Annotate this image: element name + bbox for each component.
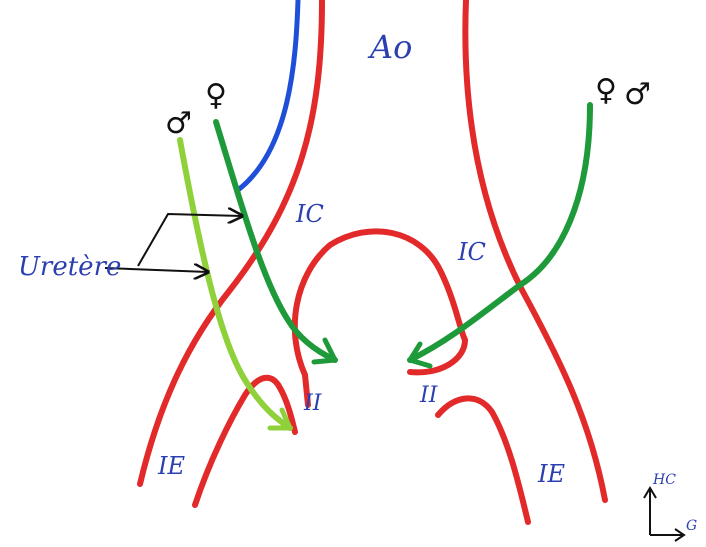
female-path-right-arrowhead: [407, 341, 433, 369]
ii-left-label: II: [303, 391, 323, 416]
aorta-right-wall: [462, 0, 608, 503]
axis-up-label: HC: [652, 472, 676, 488]
right-external-iliac-inner: [435, 395, 531, 525]
ic-left-label: IC: [295, 200, 324, 228]
female-path-right: [407, 102, 593, 363]
female-path-left: [213, 119, 338, 363]
axis-right-label: G: [686, 518, 697, 534]
right-internal-iliac-upper: [407, 337, 468, 376]
orientation-axis-vertical-arrowhead: [643, 486, 657, 499]
bifurcation-arch: [291, 228, 468, 378]
ie-left-label: IE: [157, 452, 185, 480]
female-path-left-arrowhead: [311, 337, 338, 365]
left-internal-iliac-stub: [302, 372, 311, 408]
female-symbol-left: ♀: [205, 78, 227, 113]
ureter-pointer-line: [104, 268, 208, 272]
ii-right-label: II: [419, 383, 439, 408]
male-symbol-right: ♂: [624, 77, 651, 112]
left-external-iliac-inner: [192, 374, 298, 508]
ie-right-label: IE: [537, 460, 565, 488]
ureter-pointer-branch: [137, 214, 242, 267]
uretere-label: Uretère: [18, 252, 121, 282]
ureter-line: [235, 0, 301, 193]
orientation-axis-horizontal-arrowhead: [674, 528, 686, 542]
female-symbol-right: ♀: [595, 73, 617, 108]
male-path-left-arrowhead: [267, 407, 293, 431]
male-symbol-left: ♂: [165, 106, 192, 141]
aorta-left-wall: [137, 0, 325, 487]
ic-right-label: IC: [457, 238, 486, 266]
aorta-label: Ao: [367, 28, 412, 66]
